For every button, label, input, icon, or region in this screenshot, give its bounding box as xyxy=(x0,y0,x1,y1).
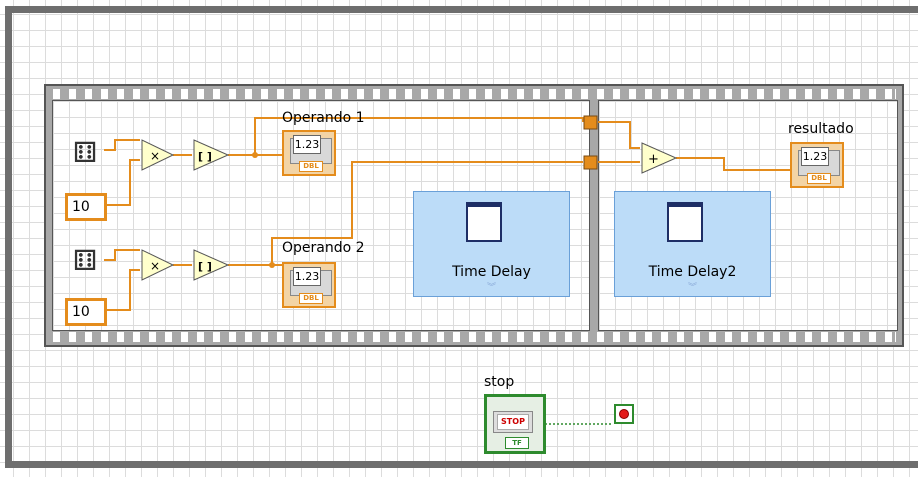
wire-add-result xyxy=(676,157,790,171)
sequence-tunnel-2[interactable] xyxy=(583,155,598,170)
junction-2 xyxy=(269,262,275,268)
hourglass-icon xyxy=(667,202,703,242)
operando-2-indicator[interactable]: 1.23 DBL xyxy=(282,262,336,308)
while-loop-border[interactable] xyxy=(5,6,918,468)
frame-sprockets-top xyxy=(52,89,896,99)
wire-random-1 xyxy=(104,139,140,151)
wire-const-1 xyxy=(104,159,140,206)
round-node-2[interactable]: [ ] xyxy=(193,249,230,281)
wire-seq-add-a xyxy=(598,121,640,149)
wire-operando2-seq xyxy=(271,161,583,265)
multiply-node-1[interactable]: × xyxy=(141,139,175,171)
dice-icon[interactable]: ⚅ xyxy=(72,244,98,277)
multiply-node-2[interactable]: × xyxy=(141,249,175,281)
wire-operando1-seq xyxy=(254,117,584,155)
time-delay-2-express-vi[interactable]: Time Delay2 ︾ xyxy=(614,191,771,297)
add-node[interactable]: + xyxy=(641,142,678,174)
indicator-type: DBL xyxy=(299,161,323,172)
loop-condition-terminal[interactable] xyxy=(614,404,634,424)
dice-icon[interactable]: ⚅ xyxy=(72,136,98,169)
round-node-1[interactable]: [ ] xyxy=(193,139,230,171)
time-delay-title: Time Delay xyxy=(452,264,531,280)
stop-button-control[interactable]: STOP TF xyxy=(484,394,546,454)
indicator-type: DBL xyxy=(299,293,323,304)
stop-label: stop xyxy=(484,374,515,390)
round-symbol-2: [ ] xyxy=(198,260,212,273)
add-symbol: + xyxy=(648,152,659,167)
expand-chevron-icon[interactable]: ︾ xyxy=(687,283,697,293)
indicator-value: 1.23 xyxy=(801,147,829,166)
stop-type: TF xyxy=(505,437,529,449)
indicator-value: 1.23 xyxy=(293,267,321,286)
indicator-value: 1.23 xyxy=(293,135,321,154)
operando-1-indicator[interactable]: 1.23 DBL xyxy=(282,130,336,176)
wire-const-2 xyxy=(104,269,140,311)
time-delay-2-title: Time Delay2 xyxy=(648,264,737,280)
sequence-tunnel-1[interactable] xyxy=(583,115,598,130)
multiply-symbol-1: × xyxy=(150,149,160,163)
operando-2-label: Operando 2 xyxy=(282,240,365,256)
stop-button-text: STOP xyxy=(497,414,529,430)
junction-1 xyxy=(252,152,258,158)
time-delay-express-vi[interactable]: Time Delay ︾ xyxy=(413,191,570,297)
frame-sprockets-bottom xyxy=(52,332,896,342)
operando-1-label: Operando 1 xyxy=(282,110,365,126)
resultado-label: resultado xyxy=(788,121,854,137)
indicator-type: DBL xyxy=(807,173,831,184)
expand-chevron-icon[interactable]: ︾ xyxy=(486,283,496,293)
wire-random-2 xyxy=(104,249,140,261)
numeric-constant-1[interactable]: 10 xyxy=(65,193,107,221)
multiply-symbol-2: × xyxy=(150,259,160,273)
resultado-indicator[interactable]: 1.23 DBL xyxy=(790,142,844,188)
hourglass-icon xyxy=(466,202,502,242)
stop-button-face[interactable]: STOP xyxy=(493,411,533,433)
round-symbol-1: [ ] xyxy=(198,150,212,163)
numeric-constant-2[interactable]: 10 xyxy=(65,298,107,326)
